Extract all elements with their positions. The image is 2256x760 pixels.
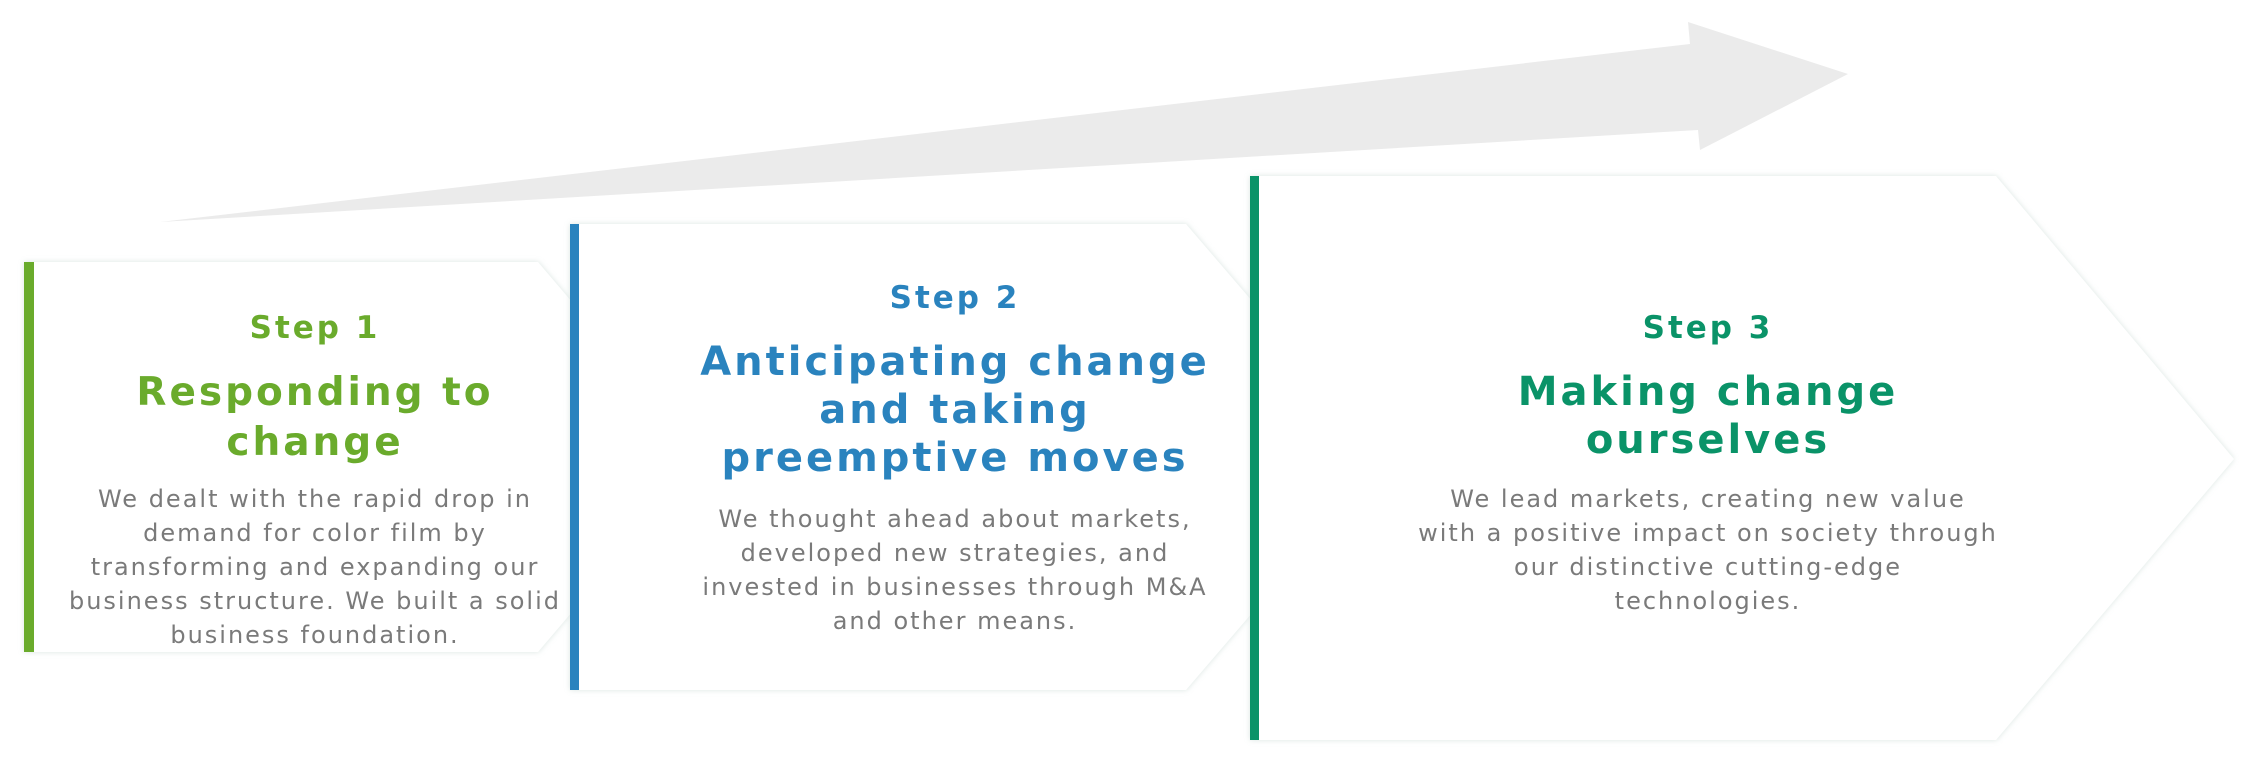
step1-label: Step 1	[249, 310, 381, 346]
step3-title: Making change ourselves	[1517, 369, 1899, 463]
step1-accent-bar	[24, 262, 34, 652]
step1-box	[24, 262, 704, 652]
step2-content: Step 2 Anticipating change and taking pr…	[700, 278, 1210, 638]
step3-description: We lead markets, creating new value with…	[1418, 485, 1998, 615]
step3-box	[1250, 176, 2234, 740]
step3-label: Step 3	[1642, 310, 1774, 346]
step1-title: Responding to change	[136, 370, 494, 465]
step1-content: Step 1 Responding to change We dealt wit…	[40, 308, 590, 652]
step3-accent-bar	[1250, 176, 1259, 740]
step2-label: Step 2	[889, 280, 1021, 316]
step2-box	[570, 224, 1386, 690]
step2-title: Anticipating change and taking preemptiv…	[700, 339, 1210, 481]
step2-accent-bar	[570, 224, 579, 690]
progress-arrow	[160, 22, 1848, 222]
step3-content: Step 3 Making change ourselves We lead m…	[1418, 308, 1998, 618]
step2-description: We thought ahead about markets, develope…	[702, 505, 1208, 635]
step1-description: We dealt with the rapid drop in demand f…	[68, 485, 562, 649]
